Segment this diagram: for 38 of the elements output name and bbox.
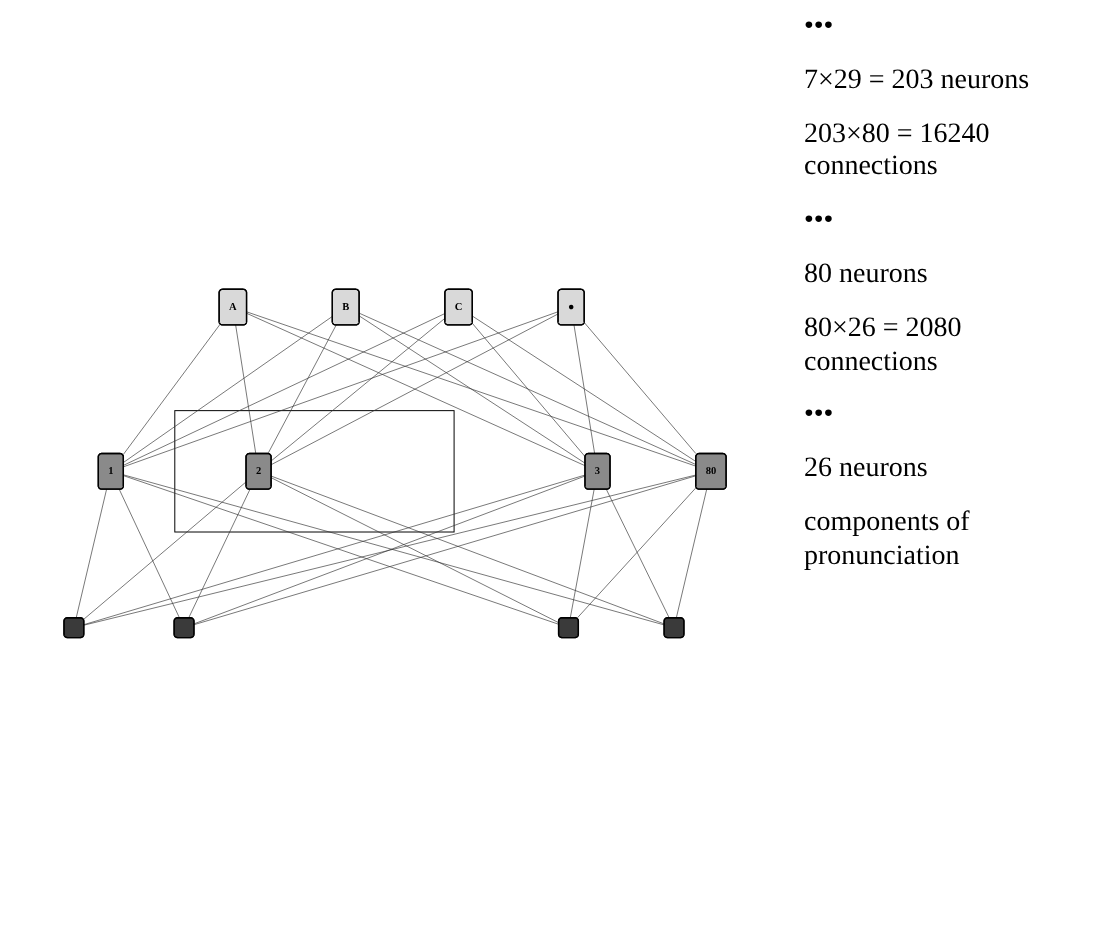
connector bbox=[358, 315, 586, 464]
connector bbox=[358, 312, 697, 465]
connector bbox=[569, 488, 595, 618]
annotation-text: ••• bbox=[804, 12, 836, 46]
connector bbox=[123, 315, 333, 463]
annotation-text: 203×80 = 16240 connections bbox=[804, 119, 992, 187]
connector bbox=[123, 311, 559, 467]
annotation-text: 26 neurons bbox=[804, 454, 930, 488]
connector bbox=[193, 475, 697, 625]
connector bbox=[270, 313, 559, 465]
connector bbox=[270, 475, 665, 624]
annotation-text: ••• bbox=[804, 206, 836, 240]
connector bbox=[235, 324, 257, 454]
annotation-text: ••• bbox=[804, 400, 836, 435]
cluster bbox=[174, 409, 455, 533]
connector bbox=[267, 324, 337, 454]
connector bbox=[270, 476, 559, 623]
annotation-text: 80 neurons bbox=[804, 259, 930, 294]
connector bbox=[246, 311, 697, 467]
connector bbox=[246, 312, 586, 466]
connector bbox=[193, 475, 586, 624]
connector bbox=[118, 488, 180, 618]
connector bbox=[676, 488, 708, 618]
connector bbox=[471, 315, 697, 462]
connector bbox=[75, 488, 107, 618]
connector bbox=[270, 317, 446, 461]
connector bbox=[188, 488, 251, 618]
annotation-text: 80×26 = 2080 connections bbox=[804, 313, 964, 381]
connector bbox=[577, 487, 697, 618]
connector bbox=[123, 312, 446, 466]
connector bbox=[583, 321, 697, 454]
annotation-text: 7×29 = 203 neurons bbox=[804, 65, 1032, 100]
connector bbox=[123, 324, 220, 455]
connector bbox=[573, 324, 595, 454]
connector bbox=[605, 488, 670, 618]
connector bbox=[471, 322, 586, 457]
annotation-text: components of pronunciation bbox=[804, 507, 972, 576]
connector bbox=[83, 481, 247, 620]
